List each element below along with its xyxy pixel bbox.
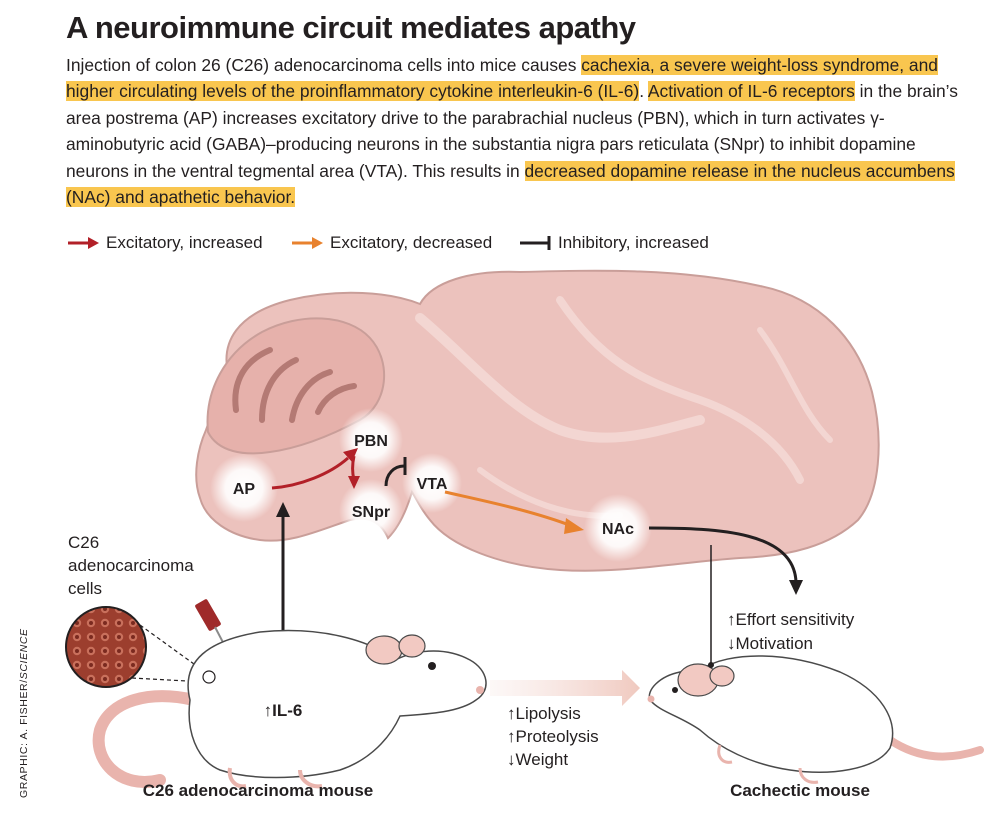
node-vta: VTA (417, 476, 448, 493)
intro-text-1: Injection of colon 26 (C26) adenocarcino… (66, 55, 582, 75)
figure-title: A neuroimmune circuit mediates apathy (66, 10, 636, 45)
vta-glow (402, 453, 462, 513)
intro-text-3: in the brain’s area postrema (AP) increa… (66, 81, 958, 181)
c26-label-line3: cells (68, 579, 102, 598)
orange-arrow-icon (292, 237, 323, 249)
c26-label-line1: C26 (68, 533, 99, 552)
intro-paragraph: Injection of colon 26 (C26) adenocarcino… (66, 52, 981, 210)
tumor-cells-icon (65, 606, 147, 688)
legend-label: Excitatory, decreased (330, 233, 493, 252)
graphic-credit: GRAPHIC: A. FISHER/SCIENCE (18, 628, 30, 798)
legend-inhibitory-increased: Inhibitory, increased (518, 233, 709, 253)
ap-glow (210, 454, 278, 522)
snpr-glow (339, 479, 403, 543)
legend-excitatory-increased: Excitatory, increased (66, 233, 263, 253)
black-arrowhead-icon (276, 502, 290, 517)
proteolysis-label: ↑Proteolysis (507, 727, 599, 746)
red-arrowhead-icon (348, 476, 360, 489)
transition-arrow (490, 670, 640, 706)
weight-label: ↓Weight (507, 750, 568, 769)
c26-label-line2: adenocarcinoma (68, 556, 194, 575)
pbn-glow (339, 408, 403, 472)
node-ap: AP (233, 481, 256, 498)
c26-mouse-illustration (92, 629, 487, 789)
nac-to-behavior-arrow (648, 526, 798, 583)
cachectic-mouse-illustration (647, 655, 984, 784)
lipolysis-label: ↑Lipolysis (507, 704, 581, 723)
node-nac: NAc (602, 521, 634, 538)
legend-excitatory-decreased: Excitatory, decreased (290, 233, 492, 253)
il6-label: ↑IL-6 (264, 701, 303, 720)
legend-label: Excitatory, increased (106, 233, 263, 252)
nac-glow (584, 494, 652, 562)
cachectic-mouse-caption: Cachectic mouse (730, 781, 870, 800)
black-arrowhead-icon (789, 580, 803, 595)
snpr-inhibits-vta (384, 464, 405, 487)
intro-text-2: . (639, 81, 648, 102)
legend-label: Inhibitory, increased (558, 233, 709, 252)
effort-sensitivity-label: ↑Effort sensitivity (727, 610, 855, 629)
ap-to-pbn-arrow (271, 456, 349, 490)
intro-highlight-2: Activation of IL-6 receptors (647, 81, 855, 102)
node-snpr: SNpr (352, 504, 390, 521)
red-arrow-icon (68, 237, 99, 249)
mouse-brain-section (195, 269, 880, 572)
orange-arrowhead-icon (564, 518, 584, 534)
node-pbn: PBN (354, 433, 388, 450)
red-arrowhead-icon (343, 448, 358, 462)
c26-mouse-caption: C26 adenocarcinoma mouse (143, 781, 374, 800)
motivation-label: ↓Motivation (727, 634, 813, 653)
callout-line (131, 677, 206, 683)
inhibitory-bar-icon (520, 236, 551, 250)
vta-to-nac-arrow (444, 490, 573, 528)
